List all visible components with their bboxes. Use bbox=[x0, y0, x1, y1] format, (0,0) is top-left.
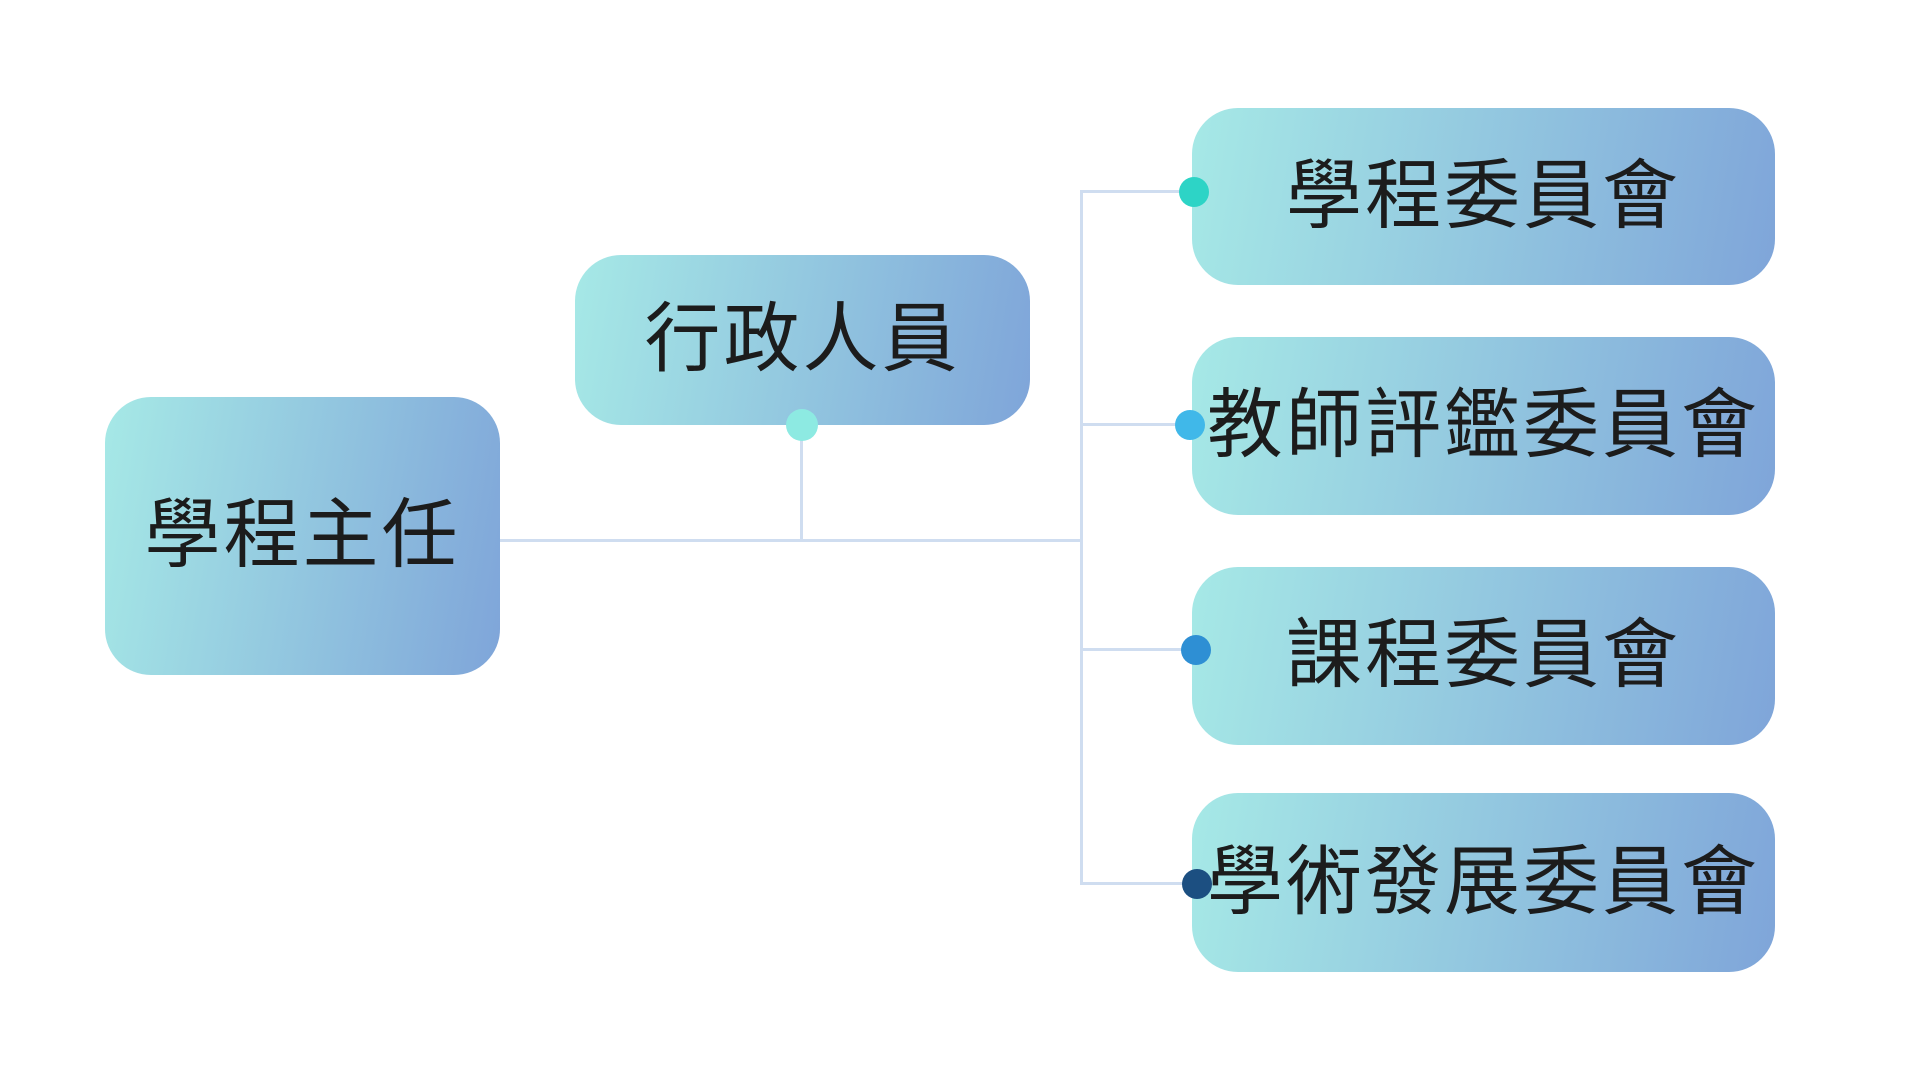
node-label: 學術發展委員會 bbox=[1207, 839, 1760, 925]
node-label: 教師評鑑委員會 bbox=[1207, 383, 1760, 468]
connector-branch-committee-3 bbox=[1082, 648, 1190, 651]
node-program-committee: 學程委員會 bbox=[1192, 108, 1775, 285]
node-teacher-evaluation-committee: 教師評鑑委員會 bbox=[1192, 337, 1775, 515]
node-label: 課程委員會 bbox=[1286, 613, 1681, 698]
node-label: 學程委員會 bbox=[1286, 153, 1681, 239]
connector-admin-drop bbox=[800, 425, 803, 541]
connector-trunk-vertical bbox=[1080, 190, 1083, 885]
node-administrative-staff: 行政人員 bbox=[575, 255, 1030, 425]
connector-dot-admin bbox=[786, 409, 818, 441]
node-curriculum-committee: 課程委員會 bbox=[1192, 567, 1775, 745]
node-label: 行政人員 bbox=[644, 297, 961, 382]
node-program-director: 學程主任 bbox=[105, 397, 500, 675]
connector-dot-committee-3 bbox=[1181, 635, 1211, 665]
connector-branch-committee-1 bbox=[1082, 190, 1190, 193]
node-label: 學程主任 bbox=[144, 493, 461, 578]
connector-director-to-trunk bbox=[498, 539, 1082, 542]
connector-branch-committee-4 bbox=[1082, 882, 1190, 885]
connector-dot-committee-4 bbox=[1182, 869, 1212, 899]
connector-branch-committee-2 bbox=[1082, 423, 1190, 426]
connector-dot-committee-1 bbox=[1179, 177, 1209, 207]
node-academic-development-committee: 學術發展委員會 bbox=[1192, 793, 1775, 972]
connector-dot-committee-2 bbox=[1175, 410, 1205, 440]
